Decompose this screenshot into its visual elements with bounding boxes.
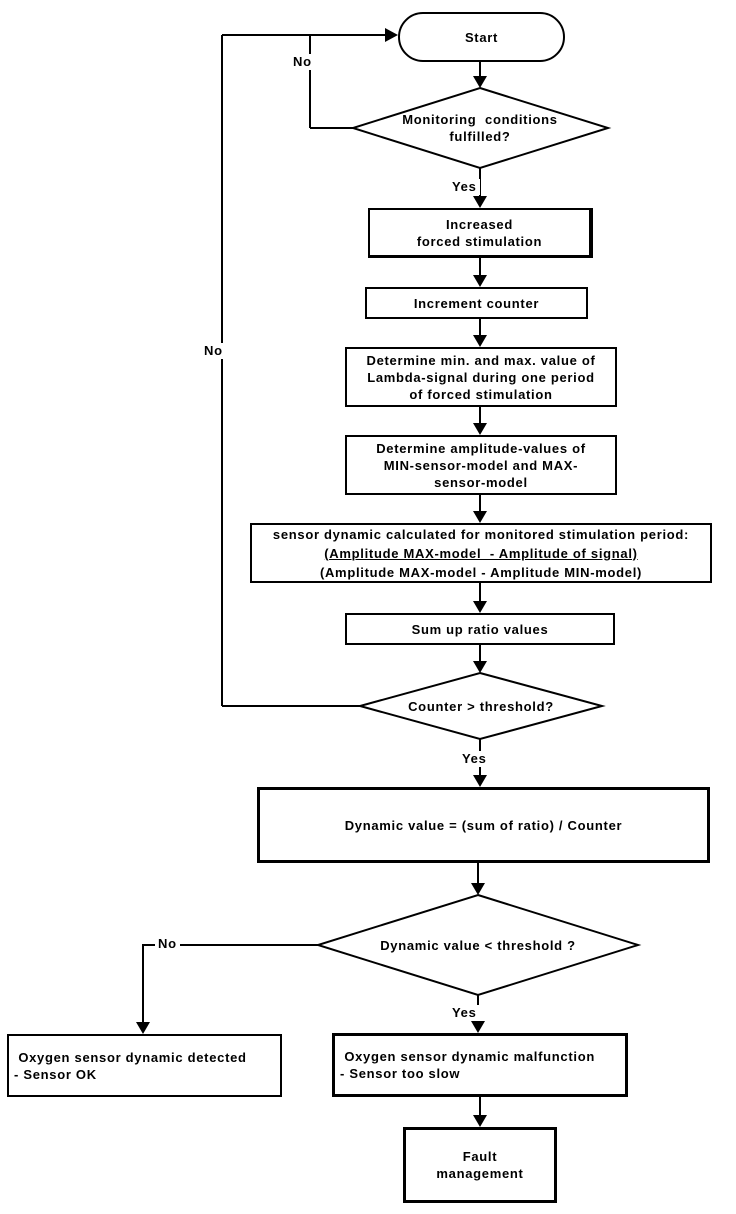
arrow-into-counter-decision: [473, 661, 487, 673]
decision-dynamic-text: Dynamic value < threshold ?: [318, 931, 638, 959]
decision-counter-text: Counter > threshold?: [365, 692, 597, 720]
result-sensor-ok-label: Oxygen sensor dynamic detected - Sensor …: [14, 1049, 247, 1082]
decision-shapes: [314, 86, 642, 997]
node-start: Start: [398, 12, 565, 62]
arrow-into-sensor-ok: [136, 1022, 150, 1034]
label-no-dynamic: No: [155, 936, 180, 952]
result-sensor-ok: Oxygen sensor dynamic detected - Sensor …: [7, 1034, 282, 1097]
label-yes-counter: Yes: [459, 751, 490, 767]
process-sensor-dynamic-calculation: sensor dynamic calculated for monitored …: [250, 523, 712, 583]
process-increased-forced-stimulation: Increased forced stimulation: [368, 208, 593, 258]
process-increment-counter-label: Increment counter: [413, 295, 540, 311]
decision-dynamic-shape: [314, 893, 642, 997]
label-no-monitoring: No: [290, 54, 315, 70]
node-fault-management-label: Fault management: [436, 1149, 524, 1181]
arrowheads: [136, 28, 487, 1127]
arrow-into-formula: [473, 511, 487, 523]
process-dynamic-value-calculation-label: Dynamic value = (sum of ratio) / Counter: [344, 817, 623, 833]
node-fault-management: Fault management: [403, 1127, 557, 1203]
result-sensor-too-slow: Oxygen sensor dynamic malfunction - Sens…: [332, 1033, 628, 1097]
arrow-into-minmax: [473, 335, 487, 347]
process-determine-min-max-label: Determine min. and max. value of Lambda-…: [366, 352, 596, 402]
formula-denominator: (Amplitude MAX-model - Amplitude MIN-mod…: [319, 564, 643, 580]
formula-intro: sensor dynamic calculated for monitored …: [272, 526, 690, 542]
label-no-counter: No: [201, 343, 226, 359]
process-sum-up-ratio-values: Sum up ratio values: [345, 613, 615, 645]
decision-counter-shape: [356, 671, 606, 741]
arrow-into-amplitude: [473, 423, 487, 435]
arrow-into-malfunction: [471, 1021, 485, 1033]
arrow-into-fault: [473, 1115, 487, 1127]
node-start-label: Start: [464, 29, 499, 45]
arrow-into-start: [385, 28, 398, 42]
arrow-into-sum: [473, 601, 487, 613]
label-yes-monitoring: Yes: [449, 179, 480, 195]
process-determine-amplitude-values-label: Determine amplitude-values of MIN-sensor…: [376, 440, 586, 490]
result-sensor-too-slow-label: Oxygen sensor dynamic malfunction - Sens…: [340, 1049, 595, 1081]
process-sum-up-ratio-values-label: Sum up ratio values: [411, 621, 549, 637]
process-determine-min-max: Determine min. and max. value of Lambda-…: [345, 347, 617, 407]
decision-monitoring-shape: [349, 86, 612, 170]
process-determine-amplitude-values: Determine amplitude-values of MIN-sensor…: [345, 435, 617, 495]
edge-dynamic-no: [142, 944, 318, 1032]
decision-monitoring-question: Monitoring conditions fulfilled?: [402, 112, 558, 144]
arrow-into-stimulation: [473, 196, 487, 208]
decision-monitoring-text: Monitoring conditions fulfilled?: [355, 100, 605, 156]
arrow-into-increment: [473, 275, 487, 287]
decision-dynamic-question: Dynamic value < threshold ?: [380, 937, 576, 953]
arrow-into-dynamic-decision: [471, 883, 485, 895]
decision-counter-question: Counter > threshold?: [408, 698, 554, 714]
label-yes-dynamic: Yes: [449, 1005, 480, 1021]
process-dynamic-value-calculation: Dynamic value = (sum of ratio) / Counter: [257, 787, 710, 863]
arrow-into-dynamicvalue: [473, 775, 487, 787]
formula-numerator: (Amplitude MAX-model - Amplitude of sign…: [324, 545, 638, 561]
process-increment-counter: Increment counter: [365, 287, 588, 319]
arrow-into-monitoring: [473, 76, 487, 88]
process-increased-forced-stimulation-label: Increased forced stimulation: [416, 216, 543, 249]
